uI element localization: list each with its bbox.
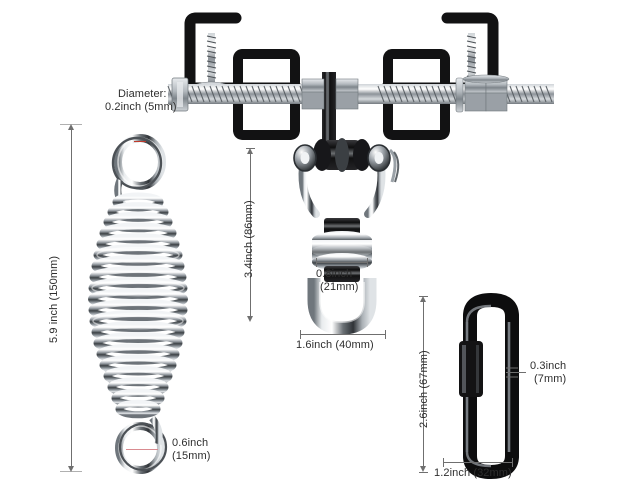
clamp-screw-left — [193, 33, 229, 93]
label-spring-wire-diameter-line1: Diameter: — [118, 88, 167, 100]
dim-line-carabiner-width — [443, 462, 513, 463]
label-spring-bottom-loop-line1: 0.6inch — [172, 437, 209, 449]
dim-arrow-swivel-height-bottom — [247, 316, 253, 322]
quick-link-carabiner — [459, 292, 519, 480]
hex-nuts-center — [301, 78, 359, 110]
label-carabiner-thickness-line1: 0.3inch — [530, 360, 567, 372]
label-carabiner-width: 1.2inch (32mm) — [434, 467, 512, 479]
dim-arrow-spring-length-top — [68, 124, 74, 130]
dim-line-carabiner-thickness — [506, 372, 526, 373]
dim-tick-swivel-outer-right — [385, 330, 386, 339]
dim-arrow-carabiner-height-bottom — [420, 466, 426, 472]
washer-and-nuts-right — [455, 74, 510, 113]
label-carabiner-height: 2.6inch (67mm) — [418, 350, 430, 428]
label-spring-bottom-loop-line2: (15mm) — [172, 450, 211, 462]
label-spring-wire-diameter-line2: 0.2inch (5mm) — [105, 101, 177, 113]
dim-tick-carabiner-width-right — [512, 458, 513, 467]
label-spring-total-length: 5.9 inch (150mm) — [48, 255, 60, 343]
dim-line-bottom-loop — [126, 449, 158, 450]
dim-line-carabiner-height — [423, 300, 424, 468]
dim-marker-wire-diameter — [134, 141, 146, 142]
dim-arrow-spring-length-bottom — [68, 466, 74, 472]
dim-ext-carabiner-top — [419, 296, 428, 297]
dim-tick-swivel-outer-left — [300, 330, 301, 339]
dim-arrow-carabiner-height-top — [420, 296, 426, 302]
ceiling-mount-bracket — [167, 12, 554, 154]
label-swivel-total-height: 3.4inch (86mm) — [243, 200, 255, 278]
spring-coils — [88, 192, 188, 419]
dim-line-swivel-outer — [300, 334, 386, 335]
center-hanger-plate — [322, 72, 336, 154]
dim-ext-spring-top — [60, 124, 82, 125]
dim-line-swivel-height — [250, 152, 251, 318]
dim-line-swivel-inner — [316, 262, 368, 263]
dim-ext-swivel-top — [246, 148, 255, 149]
dim-line-spring-length — [71, 128, 72, 468]
dim-ext-spring-bottom — [60, 471, 82, 472]
hammock-spring — [88, 134, 188, 474]
dim-tick-swivel-inner-right — [367, 258, 368, 267]
dim-ext-carabiner-bottom — [419, 472, 428, 473]
label-swivel-inner-width-line2: (21mm) — [320, 281, 359, 293]
swivel-hook — [293, 138, 400, 335]
dim-tick-carabiner-width-left — [443, 458, 444, 467]
label-swivel-outer-width: 1.6inch (40mm) — [296, 339, 374, 351]
label-swivel-inner-width-line1: 0.8inch — [316, 268, 353, 280]
dim-arrow-swivel-height-top — [247, 148, 253, 154]
label-carabiner-thickness-line2: (7mm) — [534, 373, 567, 385]
dim-tick-swivel-inner-left — [316, 258, 317, 267]
hex-nut-left — [171, 77, 189, 112]
